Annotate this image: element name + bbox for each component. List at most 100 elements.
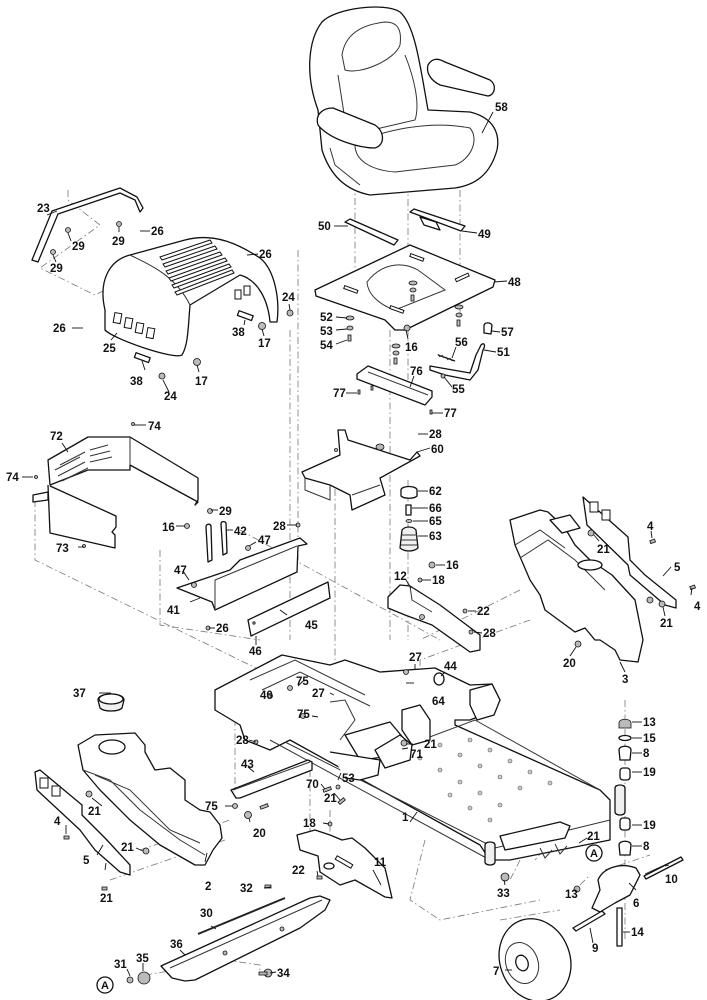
callout-74: 74 bbox=[148, 421, 161, 433]
callout-53: 53 bbox=[342, 773, 355, 785]
callout-38: 38 bbox=[130, 376, 143, 388]
callout-5: 5 bbox=[674, 562, 681, 574]
rear-grille-shield bbox=[32, 422, 199, 549]
caster-stack bbox=[500, 718, 684, 947]
callout-22: 22 bbox=[292, 865, 305, 877]
callout-44: 44 bbox=[444, 661, 457, 673]
callout-13: 13 bbox=[565, 889, 578, 901]
callout-16: 16 bbox=[405, 342, 418, 354]
callout-27: 27 bbox=[409, 652, 422, 664]
callout-30: 30 bbox=[200, 908, 213, 920]
callout-65: 65 bbox=[429, 516, 442, 528]
callout-56: 56 bbox=[455, 337, 468, 349]
callout-51: 51 bbox=[497, 347, 510, 359]
seat-pan-plate bbox=[314, 244, 496, 331]
right-fender[interactable] bbox=[509, 509, 644, 663]
callout-8: 8 bbox=[643, 841, 650, 853]
callout-21: 21 bbox=[597, 544, 610, 556]
callout-4: 4 bbox=[647, 521, 654, 533]
callout-75: 75 bbox=[297, 709, 310, 721]
callout-32: 32 bbox=[240, 883, 253, 895]
caster-wheel[interactable] bbox=[488, 909, 583, 1000]
callout-41: 41 bbox=[167, 605, 180, 617]
callout-63: 63 bbox=[429, 531, 442, 543]
foot-rest-bracket bbox=[296, 821, 393, 899]
callout-28: 28 bbox=[273, 521, 286, 533]
callout-28: 28 bbox=[429, 429, 442, 441]
svg-text:A: A bbox=[590, 848, 598, 860]
callout-45: 45 bbox=[305, 620, 318, 632]
callout-28: 28 bbox=[236, 735, 249, 747]
engine-hood bbox=[102, 236, 279, 357]
slide-channel-76 bbox=[356, 365, 433, 406]
callout-26: 26 bbox=[151, 226, 164, 238]
callout-64: 64 bbox=[432, 696, 445, 708]
callout-18: 18 bbox=[432, 575, 445, 587]
lever-51 bbox=[429, 343, 486, 381]
callout-21: 21 bbox=[660, 618, 673, 630]
callout-77: 77 bbox=[333, 388, 346, 400]
side-plate-right bbox=[582, 496, 677, 609]
callout-14: 14 bbox=[631, 927, 644, 939]
callout-77: 77 bbox=[444, 408, 457, 420]
callout-28: 28 bbox=[483, 628, 496, 640]
callout-38: 38 bbox=[232, 327, 245, 339]
callout-15: 15 bbox=[643, 733, 656, 745]
callout-23: 23 bbox=[37, 203, 50, 215]
callout-29: 29 bbox=[219, 506, 232, 518]
callout-42: 42 bbox=[234, 526, 247, 538]
seat[interactable] bbox=[309, 6, 499, 196]
angle-bracket-43 bbox=[230, 759, 346, 819]
callout-31: 31 bbox=[114, 959, 127, 971]
callout-26: 26 bbox=[259, 249, 272, 261]
callout-60: 60 bbox=[431, 444, 444, 456]
callout-29: 29 bbox=[50, 263, 63, 275]
callout-21: 21 bbox=[424, 739, 437, 751]
callout-75: 75 bbox=[205, 801, 218, 813]
callout-34: 34 bbox=[277, 968, 290, 980]
callout-54: 54 bbox=[320, 340, 333, 352]
callout-73: 73 bbox=[56, 543, 69, 555]
callout-7: 7 bbox=[493, 966, 499, 978]
left-fender[interactable] bbox=[77, 693, 223, 866]
callout-75: 75 bbox=[296, 676, 309, 688]
callout-57: 57 bbox=[501, 327, 514, 339]
bumper-stack bbox=[399, 485, 419, 552]
callout-12: 12 bbox=[394, 571, 407, 583]
callout-53: 53 bbox=[320, 326, 333, 338]
right-fender-hardware bbox=[574, 529, 697, 648]
callout-4: 4 bbox=[694, 601, 701, 613]
callout-49: 49 bbox=[478, 229, 491, 241]
callout-47: 47 bbox=[258, 535, 271, 547]
hood-vents bbox=[159, 239, 235, 296]
floor-holes bbox=[417, 737, 553, 823]
callout-48: 48 bbox=[508, 277, 521, 289]
callout-16: 16 bbox=[162, 522, 175, 534]
callout-58: 58 bbox=[495, 102, 508, 114]
main-frame[interactable] bbox=[214, 654, 626, 866]
hood-hardware bbox=[133, 309, 294, 380]
battery-tray bbox=[176, 508, 308, 631]
callout-66: 66 bbox=[429, 503, 442, 515]
callout-46: 46 bbox=[249, 646, 262, 658]
callout-13: 13 bbox=[643, 717, 656, 729]
callout-62: 62 bbox=[429, 486, 442, 498]
callout-18: 18 bbox=[303, 818, 316, 830]
callout-20: 20 bbox=[253, 828, 266, 840]
callout-24: 24 bbox=[282, 292, 295, 304]
reference-marker-a: A A bbox=[96, 844, 603, 994]
callout-27: 27 bbox=[312, 688, 325, 700]
callout-76: 76 bbox=[410, 366, 423, 378]
callout-22: 22 bbox=[477, 606, 490, 618]
callout-17: 17 bbox=[195, 376, 208, 388]
callout-24: 24 bbox=[164, 391, 177, 403]
callout-70: 70 bbox=[306, 779, 319, 791]
callout-40: 40 bbox=[260, 690, 273, 702]
control-bracket bbox=[387, 561, 481, 653]
seat-hardware bbox=[345, 280, 493, 415]
callout-50: 50 bbox=[318, 221, 331, 233]
seat-mount-bracket bbox=[301, 429, 421, 511]
callout-4: 4 bbox=[54, 816, 61, 828]
callout-labels: 58 50 49 48 52 53 54 16 57 56 51 55 76 7… bbox=[6, 102, 701, 980]
